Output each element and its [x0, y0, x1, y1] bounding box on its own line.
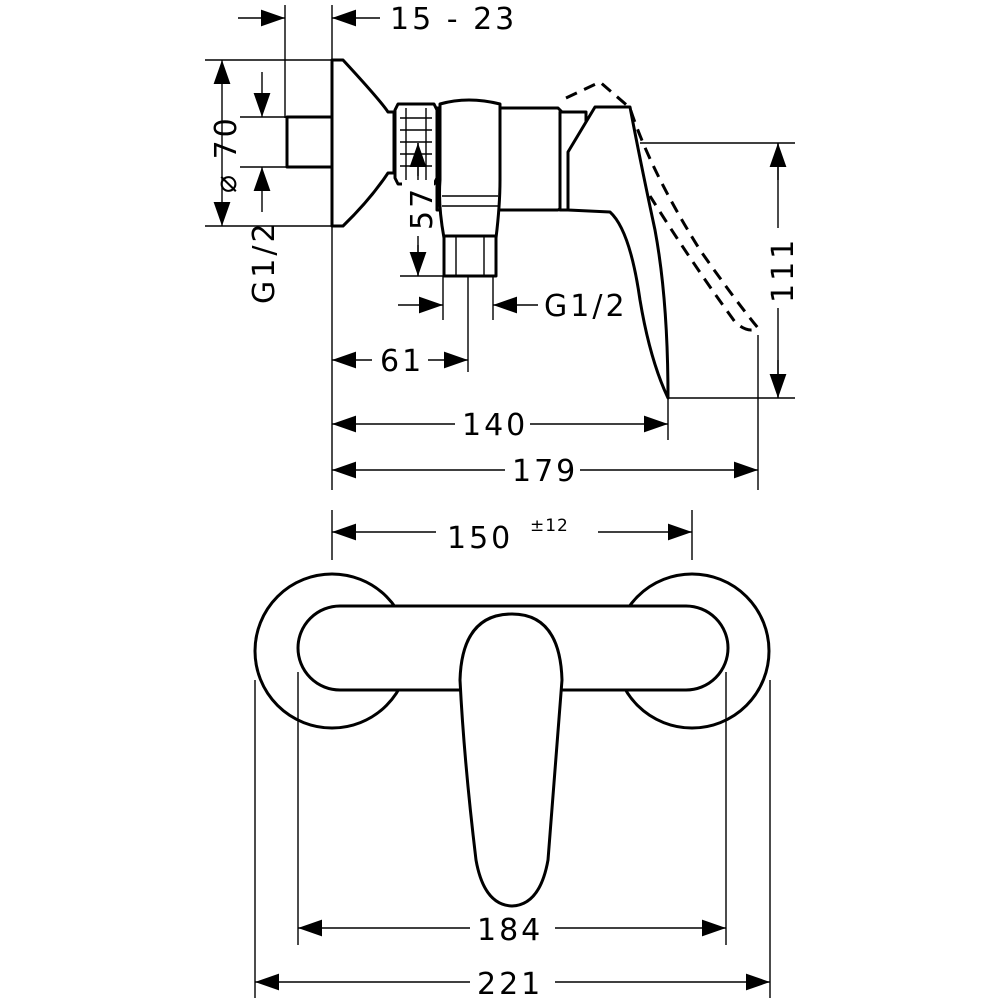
- dim-width-221: 221: [255, 967, 770, 1000]
- outlet-body: [438, 98, 502, 240]
- dim-depth-179: 179: [332, 454, 758, 489]
- dim-flange-diameter: ⌀ 70: [209, 60, 244, 226]
- lever-handle: [566, 105, 670, 400]
- inlet-pipe: [285, 115, 337, 169]
- dim-thread-bottom: G1/2: [398, 289, 628, 324]
- dim-thread-left: G1/2: [247, 72, 282, 304]
- dim-lever-height: 111: [762, 143, 801, 398]
- dim-thread-left-label: G1/2: [247, 220, 282, 304]
- dim-projection: 15 - 23: [238, 2, 517, 37]
- dim-width-184: 184: [298, 913, 726, 948]
- side-view: [285, 58, 761, 400]
- front-extension-lines: [254, 510, 771, 998]
- dim-centre-distance: 150 ±12: [332, 516, 692, 556]
- dim-depth-140-label: 140: [462, 408, 528, 443]
- dim-projection-label: 15 - 23: [390, 2, 517, 37]
- dim-lever-height-label: 111: [766, 237, 801, 303]
- dim-width-221-label: 221: [477, 967, 543, 1000]
- coupling-nut: [393, 102, 439, 186]
- dim-centre-tolerance-label: ±12: [530, 516, 569, 536]
- dim-centre-distance-label: 150: [447, 521, 513, 556]
- wall-flange: [330, 58, 396, 228]
- front-view: [253, 572, 771, 908]
- lever-open-position: [565, 80, 761, 332]
- dim-height-57-label: 57: [405, 186, 440, 230]
- outlet-nut: [442, 234, 498, 278]
- dim-depth-140: 140: [332, 408, 668, 443]
- dim-depth-179-label: 179: [512, 454, 578, 489]
- dim-flange-diameter-label: ⌀ 70: [209, 115, 244, 193]
- dim-width-184-label: 184: [477, 913, 543, 948]
- dim-height-57: 57: [402, 143, 440, 276]
- dim-depth-61-label: 61: [380, 344, 424, 379]
- dim-depth-61: 61: [332, 344, 468, 379]
- dim-thread-bottom-label: G1/2: [544, 289, 628, 324]
- lever-handle-front: [458, 612, 564, 908]
- side-extension-lines: [205, 5, 795, 490]
